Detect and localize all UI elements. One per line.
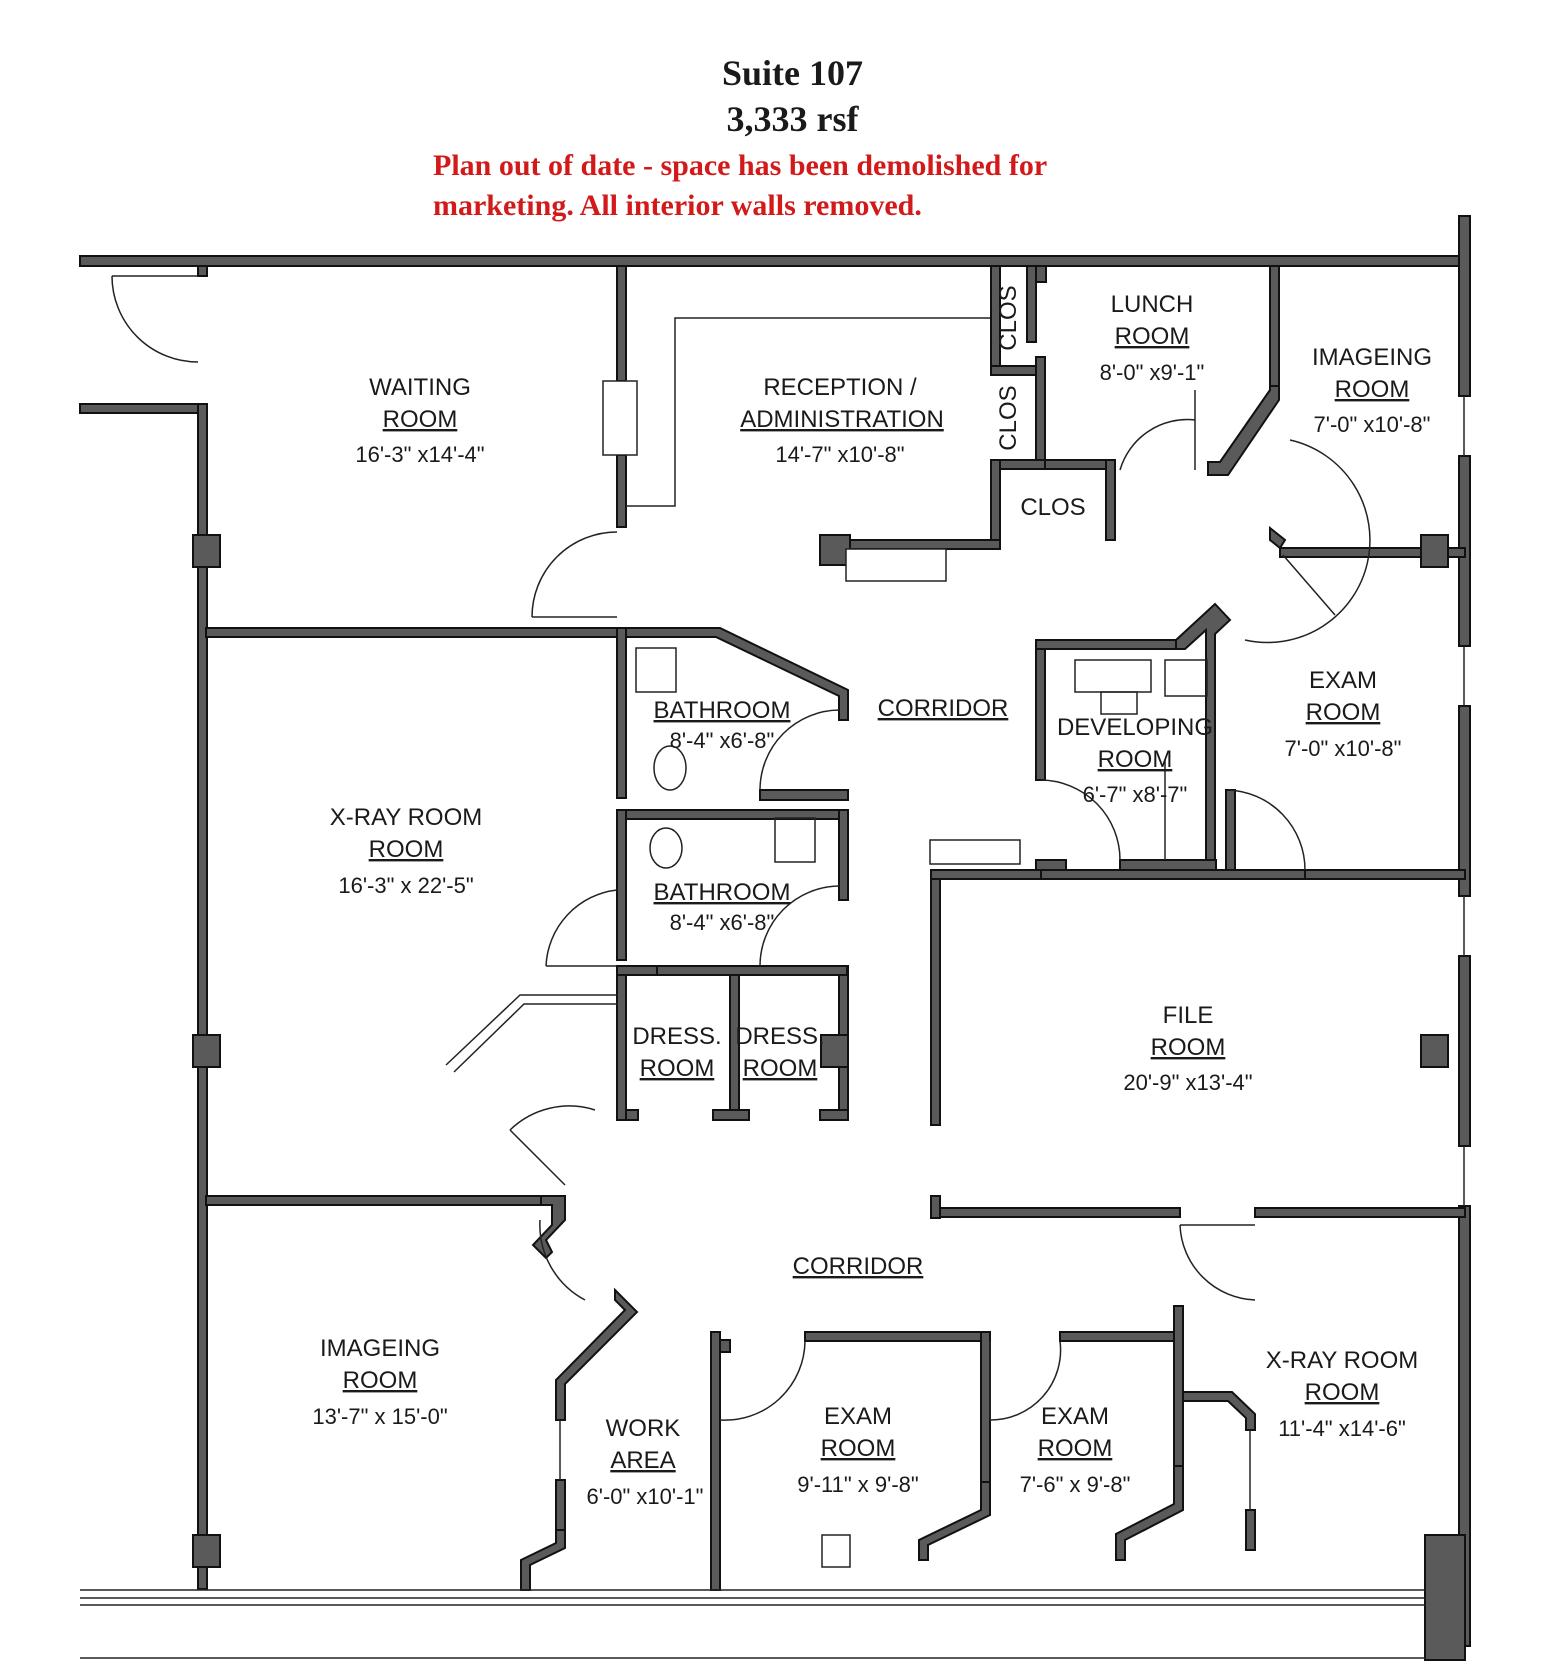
room-name: X-RAY ROOM (1266, 1347, 1418, 1374)
room-name: ROOM (743, 1055, 818, 1082)
room-name: ROOM (640, 1055, 715, 1082)
room-name: IMAGEING (1312, 344, 1432, 371)
room-name: ROOM (343, 1367, 418, 1394)
room-waiting: WAITING ROOM 16'-3" x14'-4" (355, 374, 484, 467)
room-name: EXAM (1041, 1403, 1109, 1430)
room-dims: 7'-0" x10'-8" (1314, 412, 1431, 437)
room-name: FILE (1163, 1002, 1214, 1029)
room-dims: 16'-3" x14'-4" (355, 442, 484, 467)
door-swings (80, 275, 1425, 1659)
room-dims: 8'-4" x6'-8" (670, 728, 775, 753)
room-xray-left: X-RAY ROOM ROOM 16'-3" x 22'-5" (330, 804, 482, 898)
room-name: ADMINISTRATION (740, 406, 944, 433)
room-name: ROOM (369, 836, 444, 863)
room-dims: 8'-4" x6'-8" (670, 910, 775, 935)
outdated-note-line1: Plan out of date - space has been demoli… (433, 149, 1048, 182)
room-name: ROOM (1038, 1435, 1113, 1462)
room-dims: 6'-7" x8'-7" (1083, 782, 1188, 807)
room-reception: RECEPTION / ADMINISTRATION 14'-7" x10'-8… (740, 374, 944, 467)
room-clos-2: CLOS (995, 385, 1022, 450)
room-exam-mid: EXAM ROOM 9'-11" x 9'-8" (797, 1403, 918, 1497)
room-developing: DEVELOPING ROOM 6'-7" x8'-7" (1057, 714, 1213, 807)
room-clos-3: CLOS (1020, 494, 1085, 521)
walls (79, 215, 1471, 1661)
room-name: EXAM (1309, 667, 1377, 694)
room-dims: 7'-0" x10'-8" (1285, 736, 1402, 761)
room-name: IMAGEING (320, 1335, 440, 1362)
room-name: ROOM (1115, 323, 1190, 350)
room-dims: 6'-0" x10'-1" (587, 1484, 704, 1509)
room-exam-small: EXAM ROOM 7'-6" x 9'-8" (1020, 1403, 1131, 1497)
room-dims: 11'-4" x14'-6" (1278, 1416, 1406, 1441)
room-dims: 20'-9" x13'-4" (1123, 1070, 1252, 1095)
room-exam-right: EXAM ROOM 7'-0" x10'-8" (1285, 667, 1402, 761)
room-lunch: LUNCH ROOM 8'-0" x9'-1" (1100, 291, 1205, 385)
room-name: ROOM (1305, 1379, 1380, 1406)
room-name: X-RAY ROOM (330, 804, 482, 831)
room-imageing-bottom: IMAGEING ROOM 13'-7" x 15'-0" (312, 1335, 447, 1429)
room-name: ROOM (1098, 746, 1173, 773)
room-clos-1: CLOS (995, 285, 1022, 350)
room-work-area: WORK AREA 6'-0" x10'-1" (587, 1415, 704, 1509)
room-dims: 7'-6" x 9'-8" (1020, 1472, 1131, 1497)
room-name: DRESS. (735, 1023, 824, 1050)
room-name: ROOM (1306, 699, 1381, 726)
outdated-note-line2: marketing. All interior walls removed. (433, 189, 922, 222)
room-name: WAITING (369, 374, 471, 401)
room-dims: 13'-7" x 15'-0" (312, 1404, 447, 1429)
room-name: LUNCH (1111, 291, 1194, 318)
suite-title: Suite 107 (721, 53, 863, 93)
room-name: WORK (606, 1415, 681, 1442)
room-name: RECEPTION / (763, 374, 917, 401)
room-imageing-top: IMAGEING ROOM 7'-0" x10'-8" (1312, 344, 1432, 437)
room-corridor-lower: CORRIDOR (793, 1253, 924, 1280)
room-bathroom-1: BATHROOM 8'-4" x6'-8" (654, 697, 791, 753)
room-name: DRESS. (632, 1023, 721, 1050)
room-name: ROOM (1151, 1034, 1226, 1061)
room-name: ROOM (1335, 376, 1410, 403)
room-corridor-upper: CORRIDOR (878, 695, 1009, 722)
room-dims: 9'-11" x 9'-8" (797, 1472, 918, 1497)
room-dims: 8'-0" x9'-1" (1100, 360, 1205, 385)
room-name: AREA (610, 1447, 675, 1474)
room-file: FILE ROOM 20'-9" x13'-4" (1123, 1002, 1252, 1095)
room-dress-1: DRESS. ROOM (632, 1023, 721, 1082)
room-dims: 14'-7" x10'-8" (775, 442, 904, 467)
room-name: ROOM (383, 406, 458, 433)
room-labels: WAITING ROOM 16'-3" x14'-4" RECEPTION / … (312, 285, 1432, 1509)
room-name: BATHROOM (654, 697, 791, 724)
room-name: DEVELOPING (1057, 714, 1213, 741)
room-dims: 16'-3" x 22'-5" (338, 873, 473, 898)
room-dress-2: DRESS. ROOM (735, 1023, 824, 1082)
room-name: EXAM (824, 1403, 892, 1430)
room-name: ROOM (821, 1435, 896, 1462)
room-bathroom-2: BATHROOM 8'-4" x6'-8" (654, 879, 791, 935)
room-xray-right: X-RAY ROOM ROOM 11'-4" x14'-6" (1266, 1347, 1418, 1441)
suite-area: 3,333 rsf (726, 99, 859, 139)
room-name: BATHROOM (654, 879, 791, 906)
